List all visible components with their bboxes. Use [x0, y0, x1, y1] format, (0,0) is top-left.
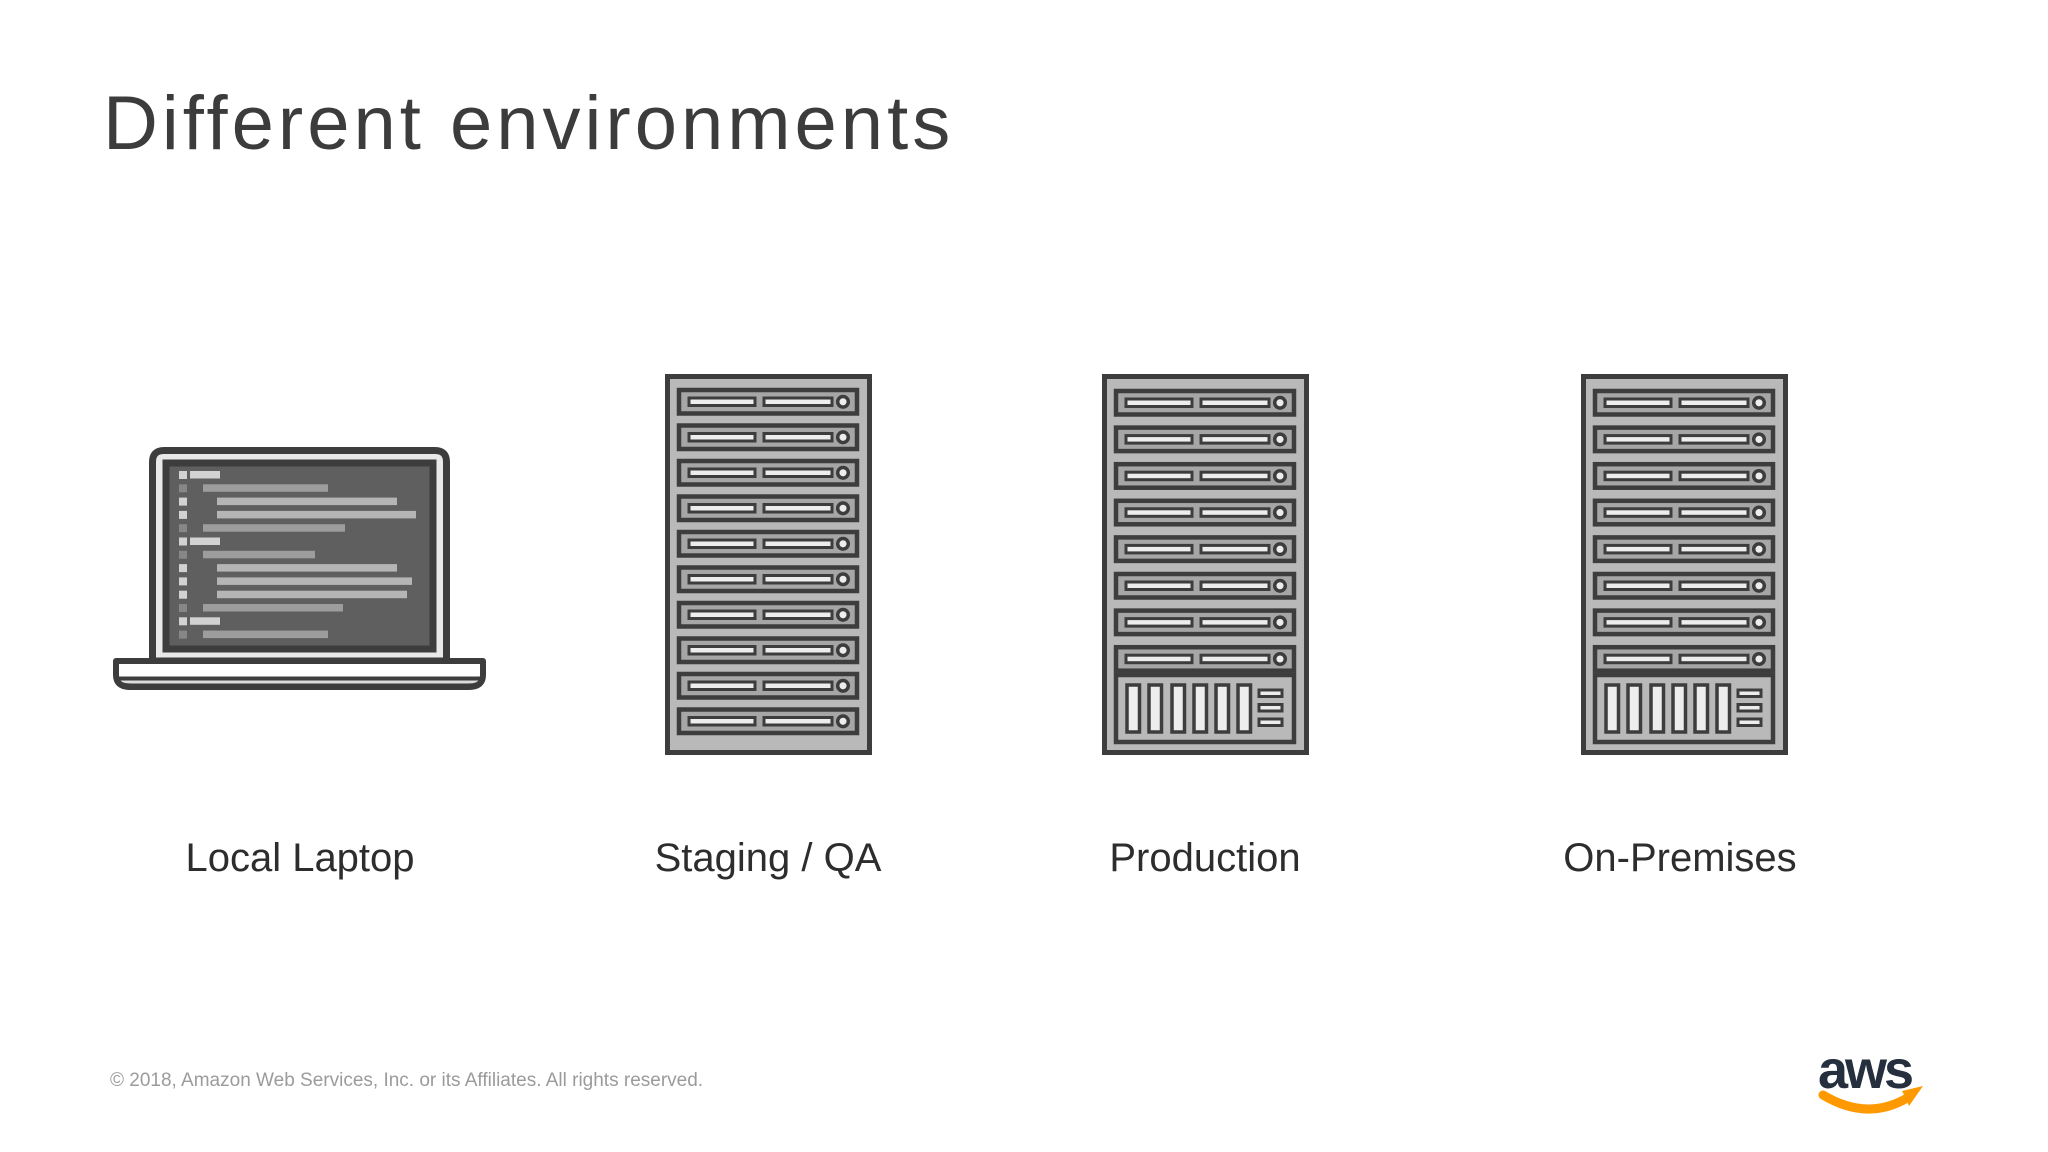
- figure-production: [1102, 374, 1309, 755]
- page-title: Different environments: [103, 81, 955, 166]
- figure-on-premises: [1581, 374, 1788, 755]
- label-on-premises: On-Premises: [1563, 836, 1797, 880]
- aws-smile-swoosh: [1818, 1090, 1914, 1114]
- code-lines-glyph: [179, 471, 416, 639]
- laptop-code-icon: [113, 447, 486, 690]
- aws-smile-arrowhead: [1902, 1086, 1923, 1106]
- server-rack-vent-icon: [1102, 374, 1309, 755]
- label-staging-qa: Staging / QA: [654, 836, 882, 880]
- figure-staging-qa: [665, 374, 872, 755]
- label-production: Production: [1109, 836, 1301, 880]
- server-rack-icon: [665, 374, 872, 755]
- aws-logo-text: aws: [1818, 1046, 1912, 1100]
- aws-logo: aws: [1816, 1046, 1934, 1128]
- aws-logo-icon: aws: [1818, 1046, 1923, 1114]
- copyright-text: © 2018, Amazon Web Services, Inc. or its…: [110, 1070, 704, 1091]
- label-local-laptop: Local Laptop: [185, 836, 415, 880]
- figure-local-laptop: [113, 442, 486, 690]
- server-rack-vent-icon: [1581, 374, 1788, 755]
